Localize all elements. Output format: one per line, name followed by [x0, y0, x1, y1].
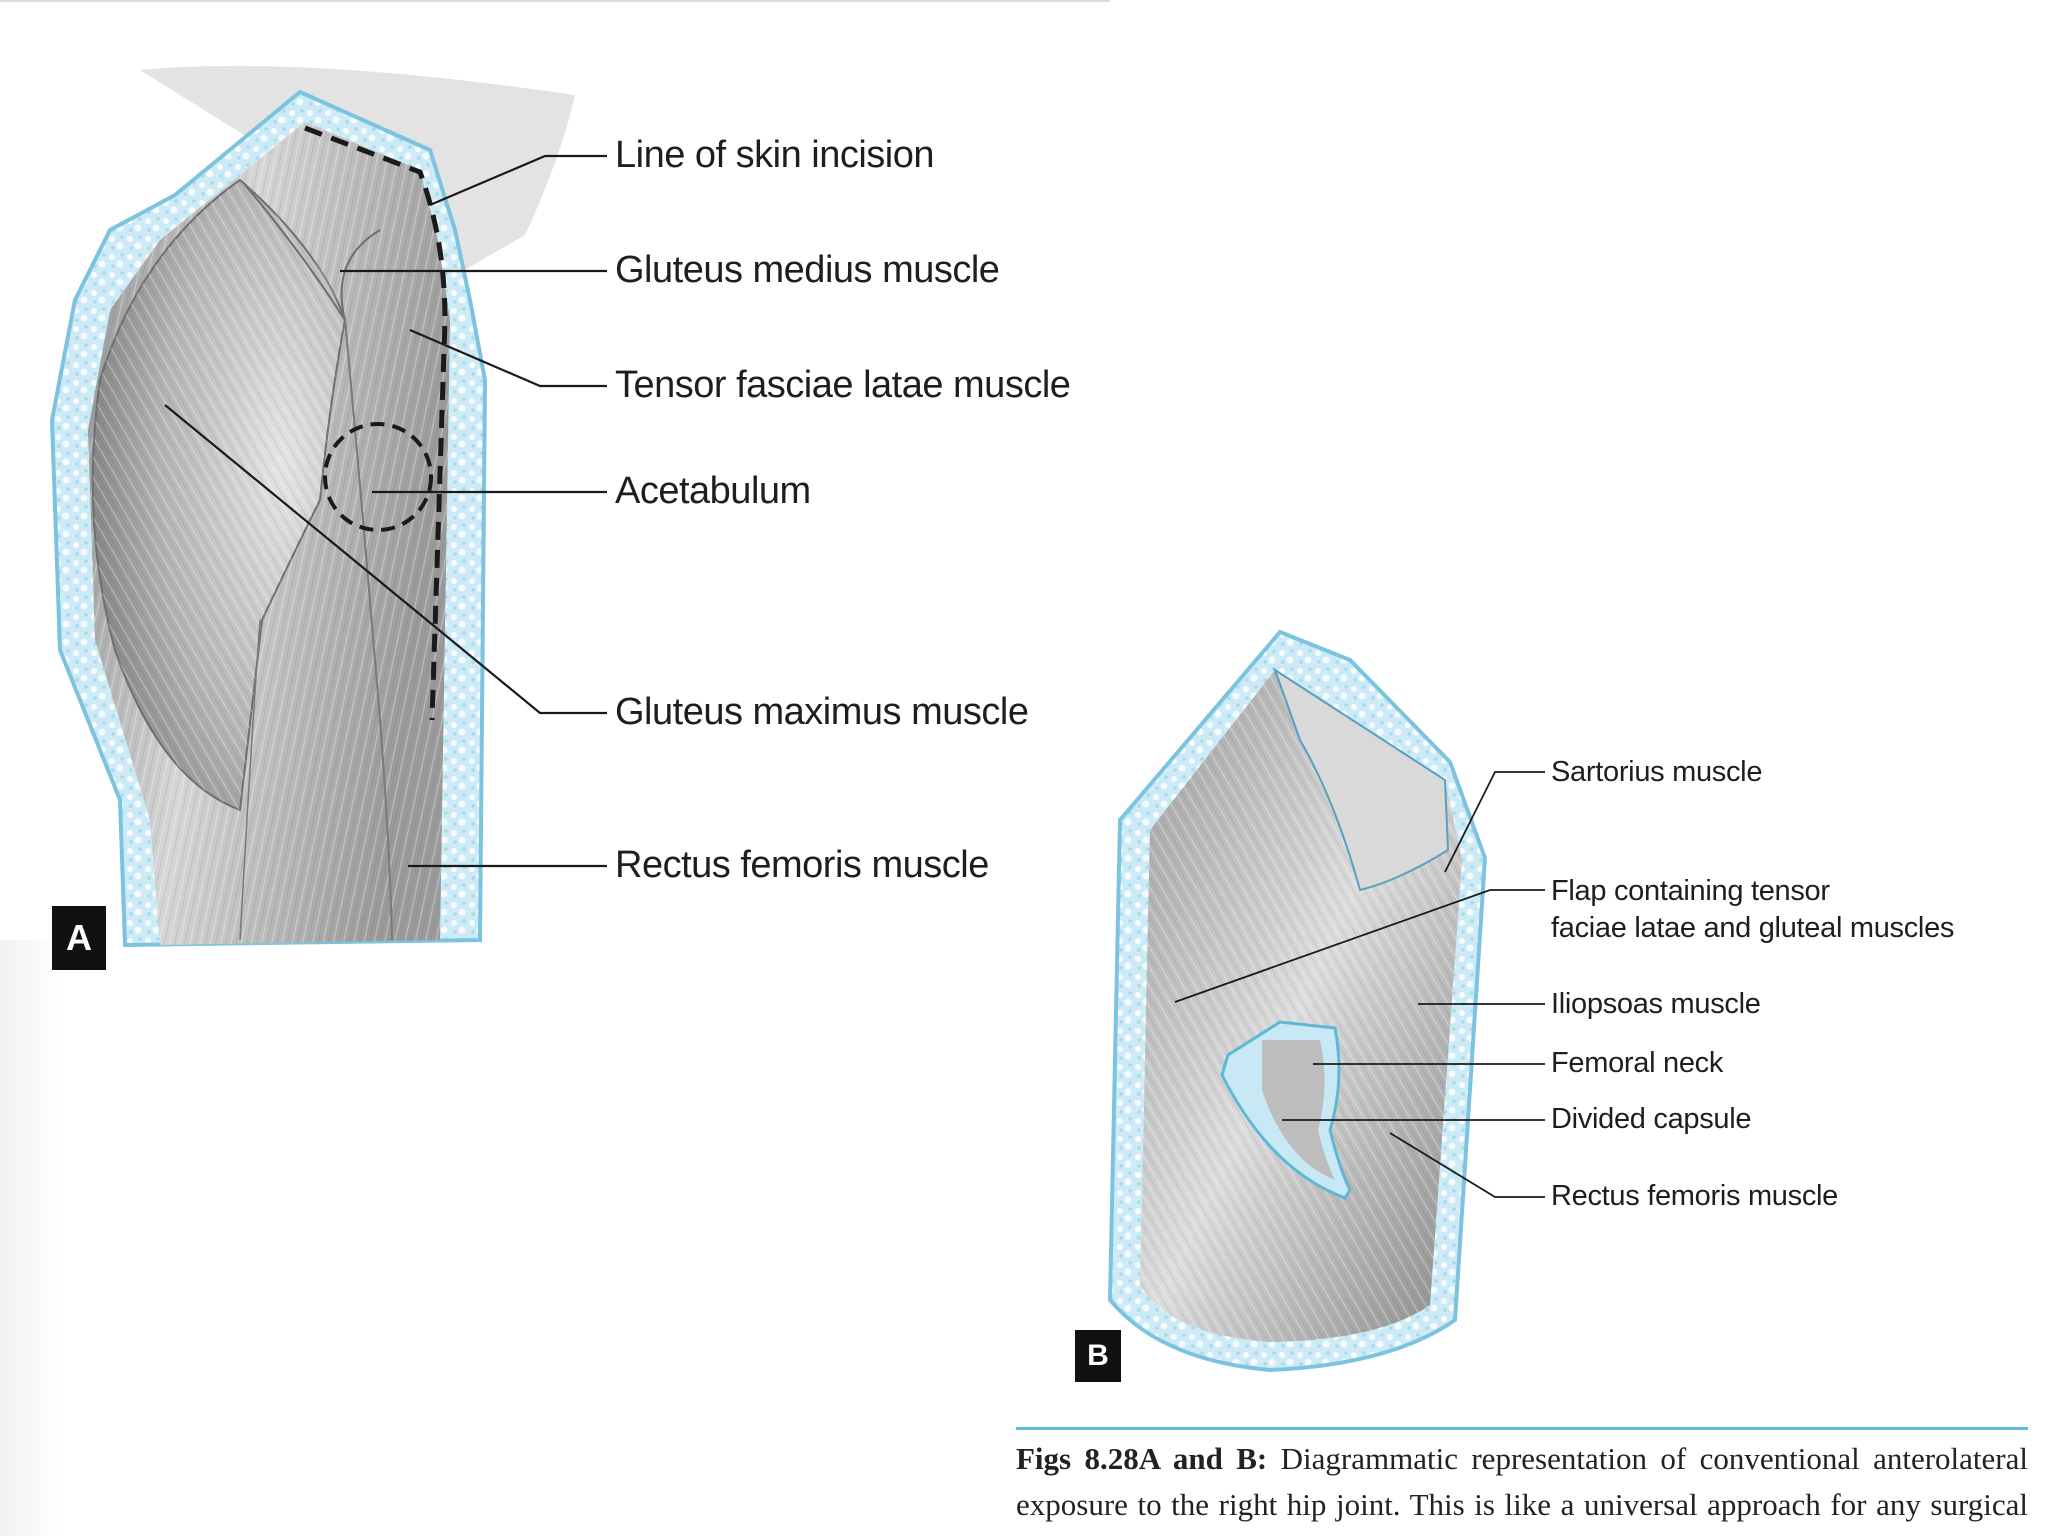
- caption-rule: [1016, 1427, 2028, 1430]
- label-gluteus-maximus: Gluteus maximus muscle: [615, 691, 1029, 733]
- gluteus-medius-border: [244, 184, 381, 321]
- label-line-of-skin-incision: Line of skin incision: [615, 134, 935, 176]
- rectus-border: [239, 619, 261, 941]
- caption-line-1: Figs 8.28A and B: Diagrammatic represent…: [1016, 1436, 2028, 1482]
- label-divided-capsule: Divided capsule: [1551, 1103, 1752, 1135]
- page-edge-shadow: [0, 940, 60, 1536]
- tensor-border: [344, 319, 393, 941]
- top-divider: [0, 0, 1110, 2]
- femoral-neck-shape: [1262, 1040, 1335, 1180]
- gluteus-maximus-fibers: [92, 180, 346, 810]
- retracted-flap: [1273, 667, 1450, 892]
- label-sartorius: Sartorius muscle: [1551, 756, 1763, 788]
- leader-lines-b: [1174, 771, 1545, 1198]
- panel-letter-a: A: [52, 906, 106, 970]
- caption-line1-text: Diagrammatic representation of conventio…: [1280, 1441, 2028, 1476]
- panel-letter-b: B: [1075, 1330, 1121, 1382]
- acetabulum-circle: [323, 422, 433, 532]
- label-gluteus-medius: Gluteus medius muscle: [615, 249, 1000, 291]
- label-tensor-fasciae-latae: Tensor fasciae latae muscle: [615, 364, 1071, 406]
- label-rectus-femoris-b: Rectus femoris muscle: [1551, 1180, 1838, 1212]
- label-flap-line2: faciae latae and gluteal muscles: [1551, 912, 1955, 944]
- label-iliopsoas: Iliopsoas muscle: [1551, 988, 1761, 1020]
- caption-lead: Figs 8.28A and B:: [1016, 1441, 1268, 1476]
- leader-lines-a: [164, 154, 607, 868]
- label-rectus-femoris-a: Rectus femoris muscle: [615, 844, 989, 886]
- label-flap-line1: Flap containing tensor: [1551, 875, 1830, 907]
- figure-caption: Figs 8.28A and B: Diagrammatic represent…: [1016, 1436, 2028, 1528]
- label-femoral-neck: Femoral neck: [1551, 1047, 1724, 1079]
- skin-incision-line: [304, 125, 448, 721]
- label-acetabulum: Acetabulum: [615, 470, 811, 512]
- caption-line-2: exposure to the right hip joint. This is…: [1016, 1487, 2028, 1522]
